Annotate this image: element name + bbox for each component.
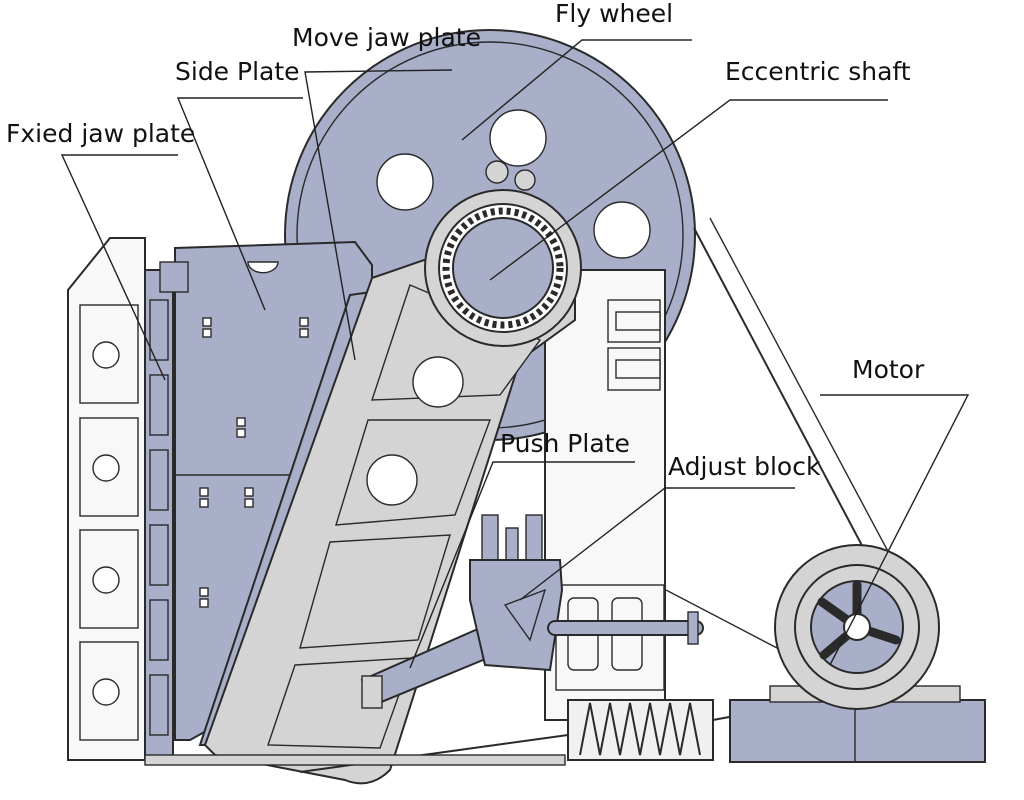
- left-frame: [67, 237, 146, 761]
- label-adjust-block: Adjust block: [668, 452, 821, 481]
- adjust-block: [469, 514, 704, 672]
- eccentric-shaft: [424, 189, 582, 347]
- base: [144, 754, 566, 766]
- motor: [729, 544, 986, 763]
- push-plate: [360, 626, 497, 709]
- label-fly-wheel: Fly wheel: [555, 0, 673, 28]
- right-frame: [544, 269, 666, 721]
- fixed-jaw-plate: [144, 269, 174, 761]
- pitman-hole: [412, 356, 464, 408]
- bolt-pair: [199, 317, 309, 608]
- label-fixed-jaw-plate: Fxied jaw plate: [6, 119, 195, 148]
- labels: Fly wheel Move jaw plate Side Plate Ecce…: [6, 0, 925, 481]
- label-eccentric-shaft: Eccentric shaft: [725, 57, 911, 86]
- tension-spring: [299, 699, 741, 773]
- label-side-plate: Side Plate: [175, 57, 300, 86]
- pitman-hole: [366, 454, 418, 506]
- movable-jaw: [198, 203, 576, 785]
- flywheel-hole: [593, 201, 651, 259]
- label-motor: Motor: [852, 355, 925, 384]
- flywheel-hole: [376, 153, 434, 211]
- label-move-jaw-plate: Move jaw plate: [292, 23, 481, 52]
- leader-lines: [60, 39, 970, 669]
- flywheel-hole: [489, 109, 547, 167]
- label-push-plate: Push Plate: [500, 429, 630, 458]
